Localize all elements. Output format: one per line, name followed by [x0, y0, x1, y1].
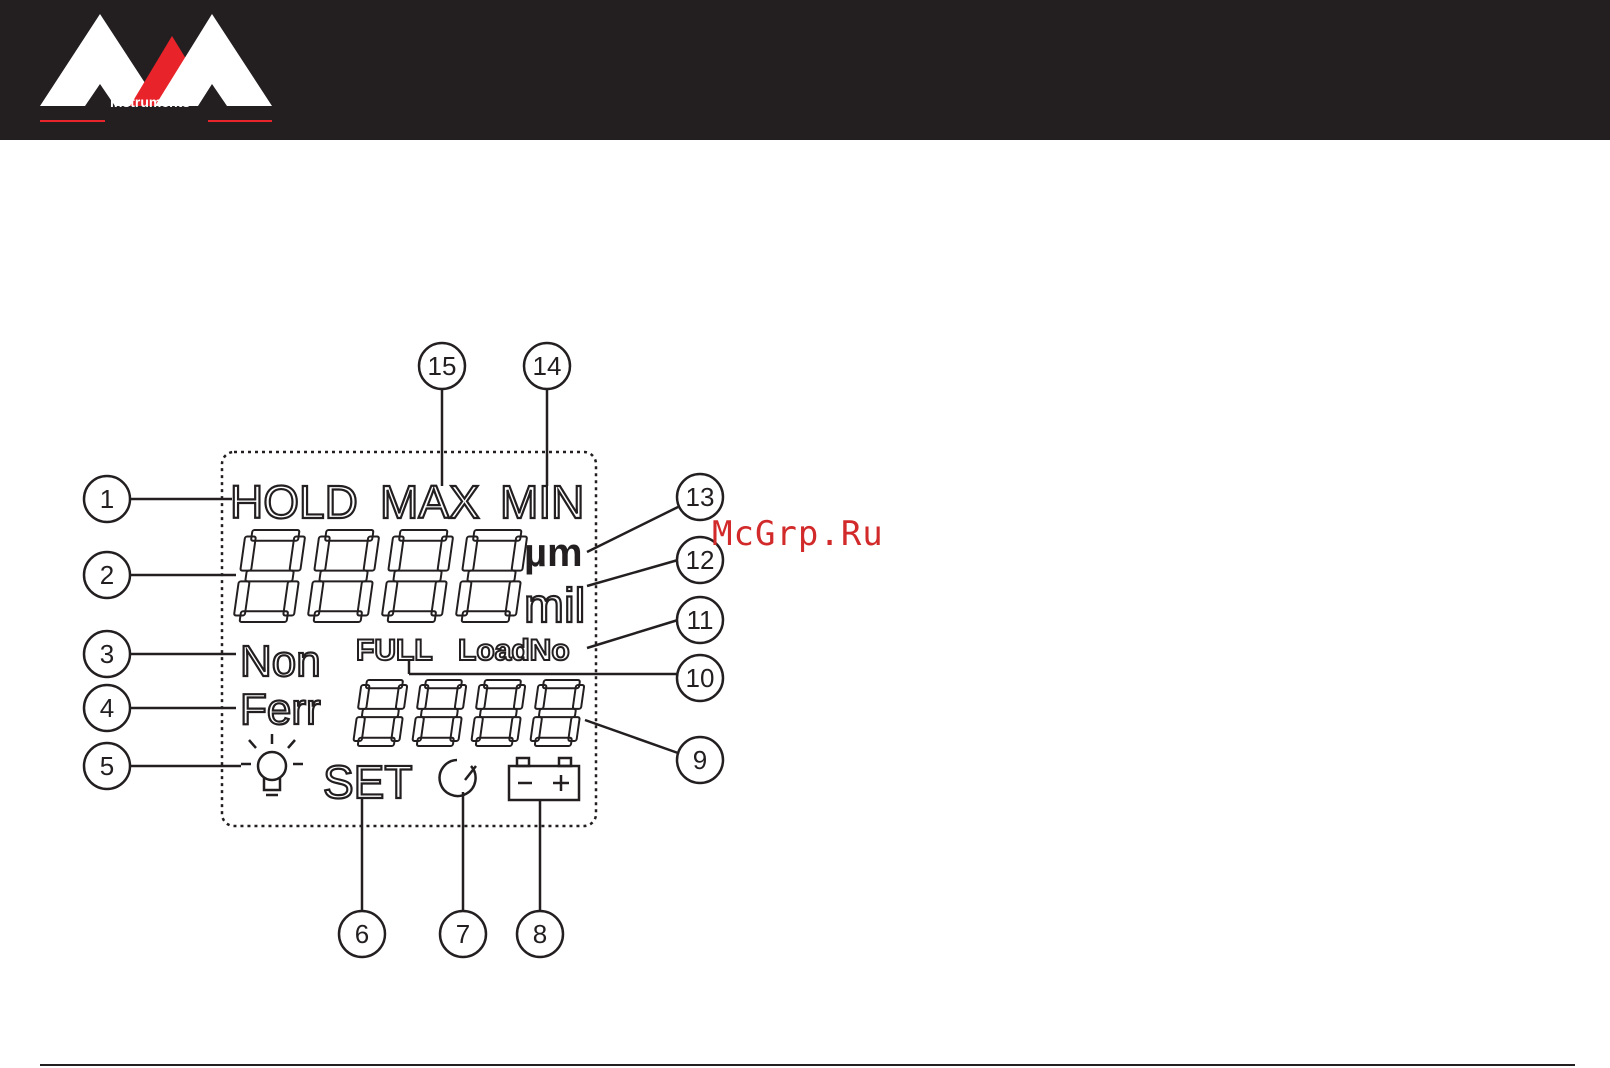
watermark: McGrp.Ru	[712, 514, 884, 554]
svg-text:13: 13	[686, 482, 715, 512]
svg-text:11: 11	[687, 605, 714, 635]
battery-icon	[509, 758, 579, 800]
svg-text:12: 12	[686, 545, 715, 575]
main-digit-3	[381, 530, 454, 622]
secondary-digit-2	[412, 680, 467, 746]
secondary-digit-3	[471, 680, 526, 746]
bottom-rule	[40, 1064, 1575, 1066]
callout-8: 8	[517, 911, 563, 957]
lcd-ferr-label: Ferr	[240, 685, 321, 734]
svg-text:15: 15	[428, 351, 457, 381]
callout-4: 4	[84, 685, 130, 731]
svg-text:4: 4	[100, 693, 114, 723]
callout-2: 2	[84, 552, 130, 598]
svg-text:2: 2	[100, 560, 114, 590]
callout-1: 1	[84, 476, 130, 522]
timer-icon	[440, 760, 476, 796]
lcd-hold-label: HOLD	[230, 476, 358, 528]
callout-11: 11	[677, 597, 723, 643]
secondary-digit-4	[530, 680, 585, 746]
callout-10: 10	[677, 655, 723, 701]
callout-9: 9	[677, 737, 723, 783]
lightbulb-icon	[241, 734, 303, 795]
svg-text:9: 9	[693, 745, 707, 775]
svg-text:8: 8	[533, 919, 547, 949]
main-digit-1	[233, 530, 306, 622]
lcd-unit-um: µm	[524, 531, 583, 575]
callout-6: 6	[339, 911, 385, 957]
svg-text:3: 3	[100, 639, 114, 669]
lcd-non-label: Non	[240, 637, 321, 686]
lcd-min-label: MIN	[500, 476, 584, 528]
main-digit-2	[307, 530, 380, 622]
svg-text:1: 1	[100, 484, 114, 514]
callout-3: 3	[84, 631, 130, 677]
lcd-unit-mil: mil	[524, 580, 585, 633]
lcd-set-label: SET	[323, 756, 412, 808]
lcd-max-label: MAX	[380, 476, 480, 528]
callout-5: 5	[84, 743, 130, 789]
callout-15: 15	[419, 343, 465, 389]
lcd-full-label: FULL	[356, 634, 433, 667]
svg-text:10: 10	[686, 663, 715, 693]
svg-text:14: 14	[533, 351, 562, 381]
main-reading-digits	[233, 530, 528, 622]
svg-text:5: 5	[100, 751, 114, 781]
secondary-digit-1	[353, 680, 408, 746]
callout-7: 7	[440, 911, 486, 957]
secondary-reading-digits	[353, 680, 585, 746]
main-digit-4	[455, 530, 528, 622]
callout-14: 14	[524, 343, 570, 389]
svg-text:6: 6	[355, 919, 369, 949]
lcd-loadno-label: LoadNo	[458, 634, 570, 667]
svg-text:7: 7	[456, 919, 470, 949]
